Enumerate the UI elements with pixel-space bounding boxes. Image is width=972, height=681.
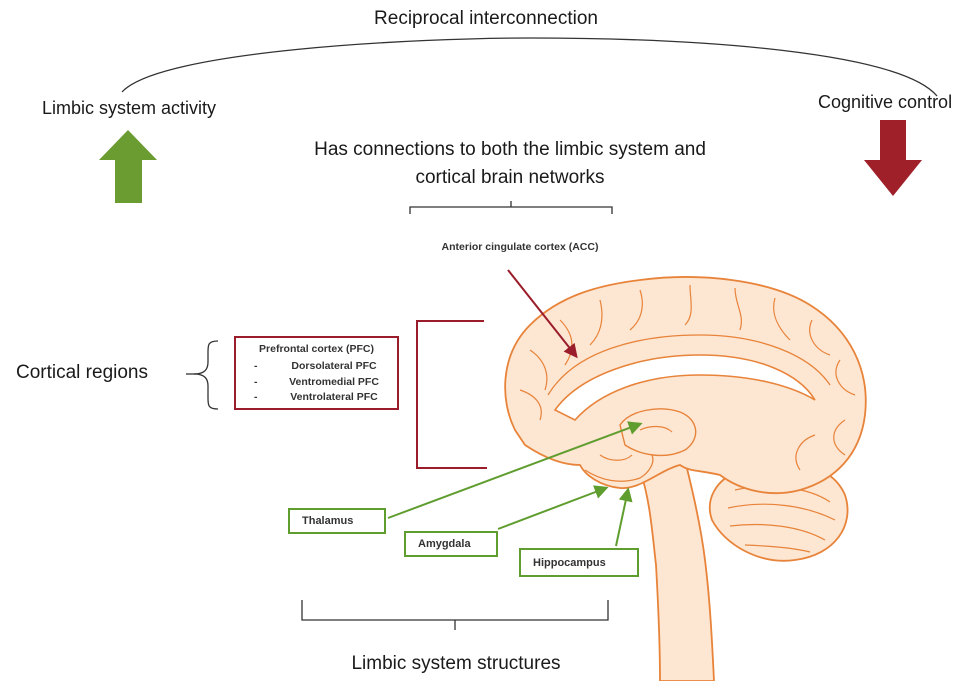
pfc-item: - Ventrolateral PFC [254, 391, 394, 403]
up-arrow-icon [99, 130, 157, 203]
acc-pointer-arrow [507, 269, 578, 359]
limbic-structures-label: Limbic system structures [351, 653, 561, 674]
cognitive-control-label: Cognitive control [818, 92, 953, 112]
pfc-item-label: Dorsolateral PFC [291, 360, 377, 372]
pfc-title: Prefrontal cortex (PFC) [259, 343, 374, 355]
pfc-item: - Ventromedial PFC [254, 376, 394, 388]
pfc-bullet: - [254, 360, 258, 372]
pfc-bullet: - [254, 376, 258, 388]
pfc-item-label: Ventrolateral PFC [290, 391, 378, 403]
thalamus-pointer-arrow [387, 421, 643, 519]
cortical-regions-label: Cortical regions [16, 362, 148, 383]
brain-illustration [504, 276, 867, 681]
amygdala-pointer-arrow [497, 485, 609, 530]
pfc-box: Prefrontal cortex (PFC) - Dorsolateral P… [234, 336, 399, 410]
hippocampus-pointer-arrow [615, 487, 633, 547]
acc-label: Anterior cingulate cortex (ACC) [441, 241, 599, 253]
reciprocal-interconnection-label: Reciprocal interconnection [374, 8, 598, 29]
pfc-bullet: - [254, 391, 258, 403]
acc-bracket [409, 201, 613, 214]
pfc-item: - Dorsolateral PFC [254, 360, 394, 372]
thalamus-label: Thalamus [302, 515, 354, 527]
down-arrow-icon [864, 120, 922, 196]
acc-description: Has connections to both the limbic syste… [314, 139, 706, 188]
hippocampus-label: Hippocampus [533, 556, 606, 569]
limbic-activity-label: Limbic system activity [42, 98, 217, 118]
cortex-frame-bracket [416, 320, 487, 469]
reciprocal-arc [121, 37, 938, 97]
hippocampus-box: Hippocampus [519, 548, 639, 577]
amygdala-box: Amygdala [404, 531, 498, 557]
limbic-bracket [301, 600, 609, 630]
thalamus-box: Thalamus [288, 508, 386, 534]
cortical-brace [193, 340, 219, 410]
amygdala-label: Amygdala [418, 538, 471, 550]
pfc-item-label: Ventromedial PFC [289, 376, 379, 388]
